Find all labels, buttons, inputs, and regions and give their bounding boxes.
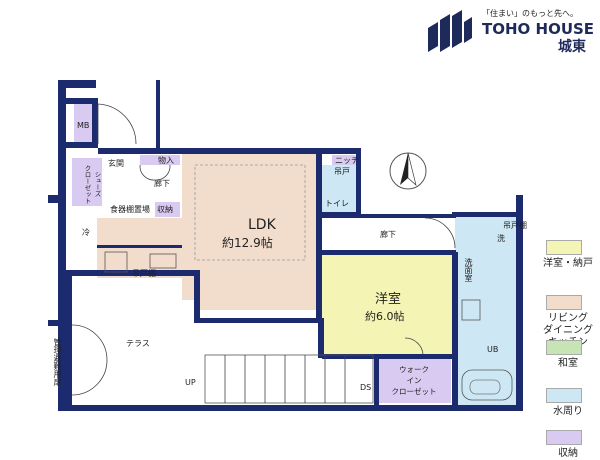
legend-swatch: [546, 240, 582, 255]
toilet-label: トイレ: [325, 199, 349, 208]
ub-label: UB: [487, 345, 498, 354]
ds-label: DS: [360, 383, 371, 392]
hanging-cabinet2-label: 吊戸棚: [503, 220, 527, 230]
mb-label: MB: [77, 121, 89, 130]
storage2-label: 収納: [157, 204, 173, 214]
walls: [48, 80, 523, 411]
mb-area: [74, 102, 92, 142]
evac-door-label: 管理避難用扉: [53, 338, 62, 386]
brand-logo: 「住まい」のもっと先へ。 TOHO HOUSE 城東: [428, 8, 594, 55]
ldk-label: LDK: [248, 217, 277, 233]
brand-name: TOHO HOUSE: [482, 20, 594, 38]
hallway-small-label: 廊下: [154, 178, 170, 188]
legend-swatch: [546, 340, 582, 355]
legend-item: 水周り: [538, 388, 598, 418]
hanging-door-label: 吊戸: [334, 167, 350, 176]
legend-label: 和室: [558, 358, 578, 369]
storage-mono-area: [140, 155, 180, 165]
kitchen-cabinet-label: 吊戸棚: [132, 268, 156, 278]
niche-label: ニッチ: [335, 156, 359, 165]
ldk-area: [97, 152, 318, 310]
legend-item: 和室: [538, 340, 598, 370]
up-label: UP: [185, 378, 196, 387]
legend-swatch: [546, 388, 582, 403]
washroom-area: [455, 215, 520, 405]
brand-branch: 城東: [558, 38, 586, 55]
shoes-closet-area: [72, 158, 102, 206]
brand-tagline: 「住まい」のもっと先へ。: [482, 8, 578, 18]
walkin-label: ウォーク イン クローゼット: [391, 365, 437, 396]
washer-label: 洗: [497, 233, 505, 243]
legend-item: 収納: [538, 430, 598, 460]
legend-label: 洋室・納戸: [543, 258, 593, 269]
western-room-size: 約6.0帖: [365, 309, 405, 323]
terrace-label: テラス: [126, 339, 150, 348]
legend-swatch: [546, 430, 582, 445]
room-labels: LDK 約12.9帖 洋室 約6.0帖 MB 玄関 物入 廊下 食器棚置場 収納…: [77, 121, 527, 392]
entrance-door-arc: [97, 103, 137, 145]
fridge-label: 冷: [82, 227, 90, 237]
western-room-label: 洋室: [375, 291, 401, 307]
logo-mark-icon: [428, 10, 472, 52]
legend-label: 水周り: [553, 406, 583, 417]
walkin-area: [378, 358, 451, 403]
storage-label: 物入: [158, 155, 174, 165]
storage2-area: [155, 202, 180, 217]
niche-area: [332, 155, 356, 165]
legend-item: 洋室・納戸: [538, 240, 598, 270]
entrance-label: 玄関: [108, 158, 124, 168]
north-arrow-icon: [389, 152, 427, 190]
hallway-label: 廊下: [380, 229, 396, 239]
dish-cabinet-label: 食器棚置場: [110, 204, 150, 214]
floor-plan: 「住まい」のもっと先へ。 TOHO HOUSE 城東: [48, 8, 594, 411]
washroom-label: 洗面室: [464, 258, 473, 282]
legend-swatch: [546, 295, 582, 310]
toilet-area: [320, 165, 356, 213]
shoes-closet-label: シューズ クローゼット: [83, 164, 101, 204]
ldk-size: 約12.9帖: [222, 235, 273, 250]
fixtures: [71, 103, 513, 404]
western-room-area: [320, 255, 455, 357]
